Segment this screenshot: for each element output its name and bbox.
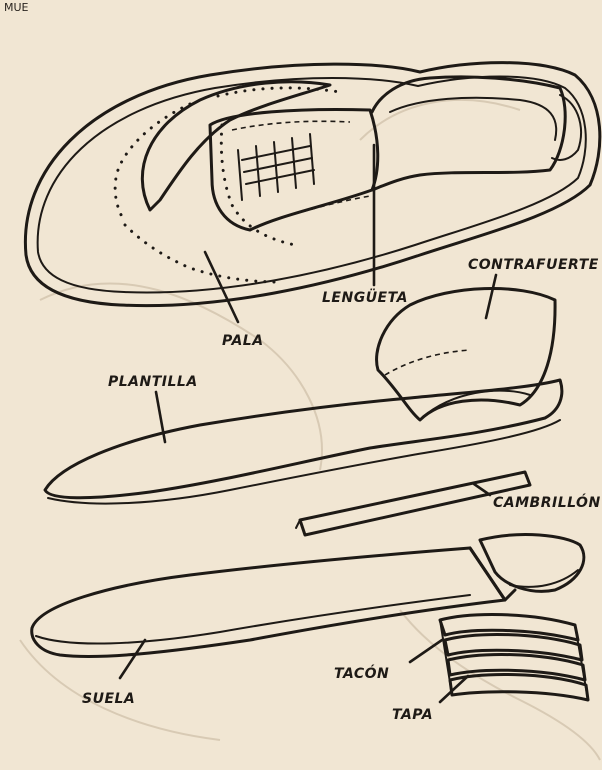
corner-text: MUE (4, 1, 29, 14)
contrafuerte-part (377, 289, 556, 420)
label-lengueta: LENGÜETA (322, 288, 408, 306)
leader-tacon (410, 640, 442, 662)
leader-suela (120, 640, 145, 678)
suela-part (32, 535, 584, 657)
label-tacon: TACÓN (334, 664, 389, 682)
label-cambrillon: CAMBRILLÓN (493, 493, 601, 511)
leader-contrafuerte (486, 275, 496, 318)
label-contrafuerte: CONTRAFUERTE (468, 257, 599, 273)
background-showthrough (20, 100, 600, 760)
tacon-stack (440, 615, 588, 700)
label-tapa: TAPA (392, 707, 433, 723)
label-plantilla: PLANTILLA (108, 374, 198, 390)
label-pala: PALA (222, 333, 264, 349)
label-suela: SUELA (82, 691, 135, 707)
leader-cambrillon (474, 484, 490, 495)
